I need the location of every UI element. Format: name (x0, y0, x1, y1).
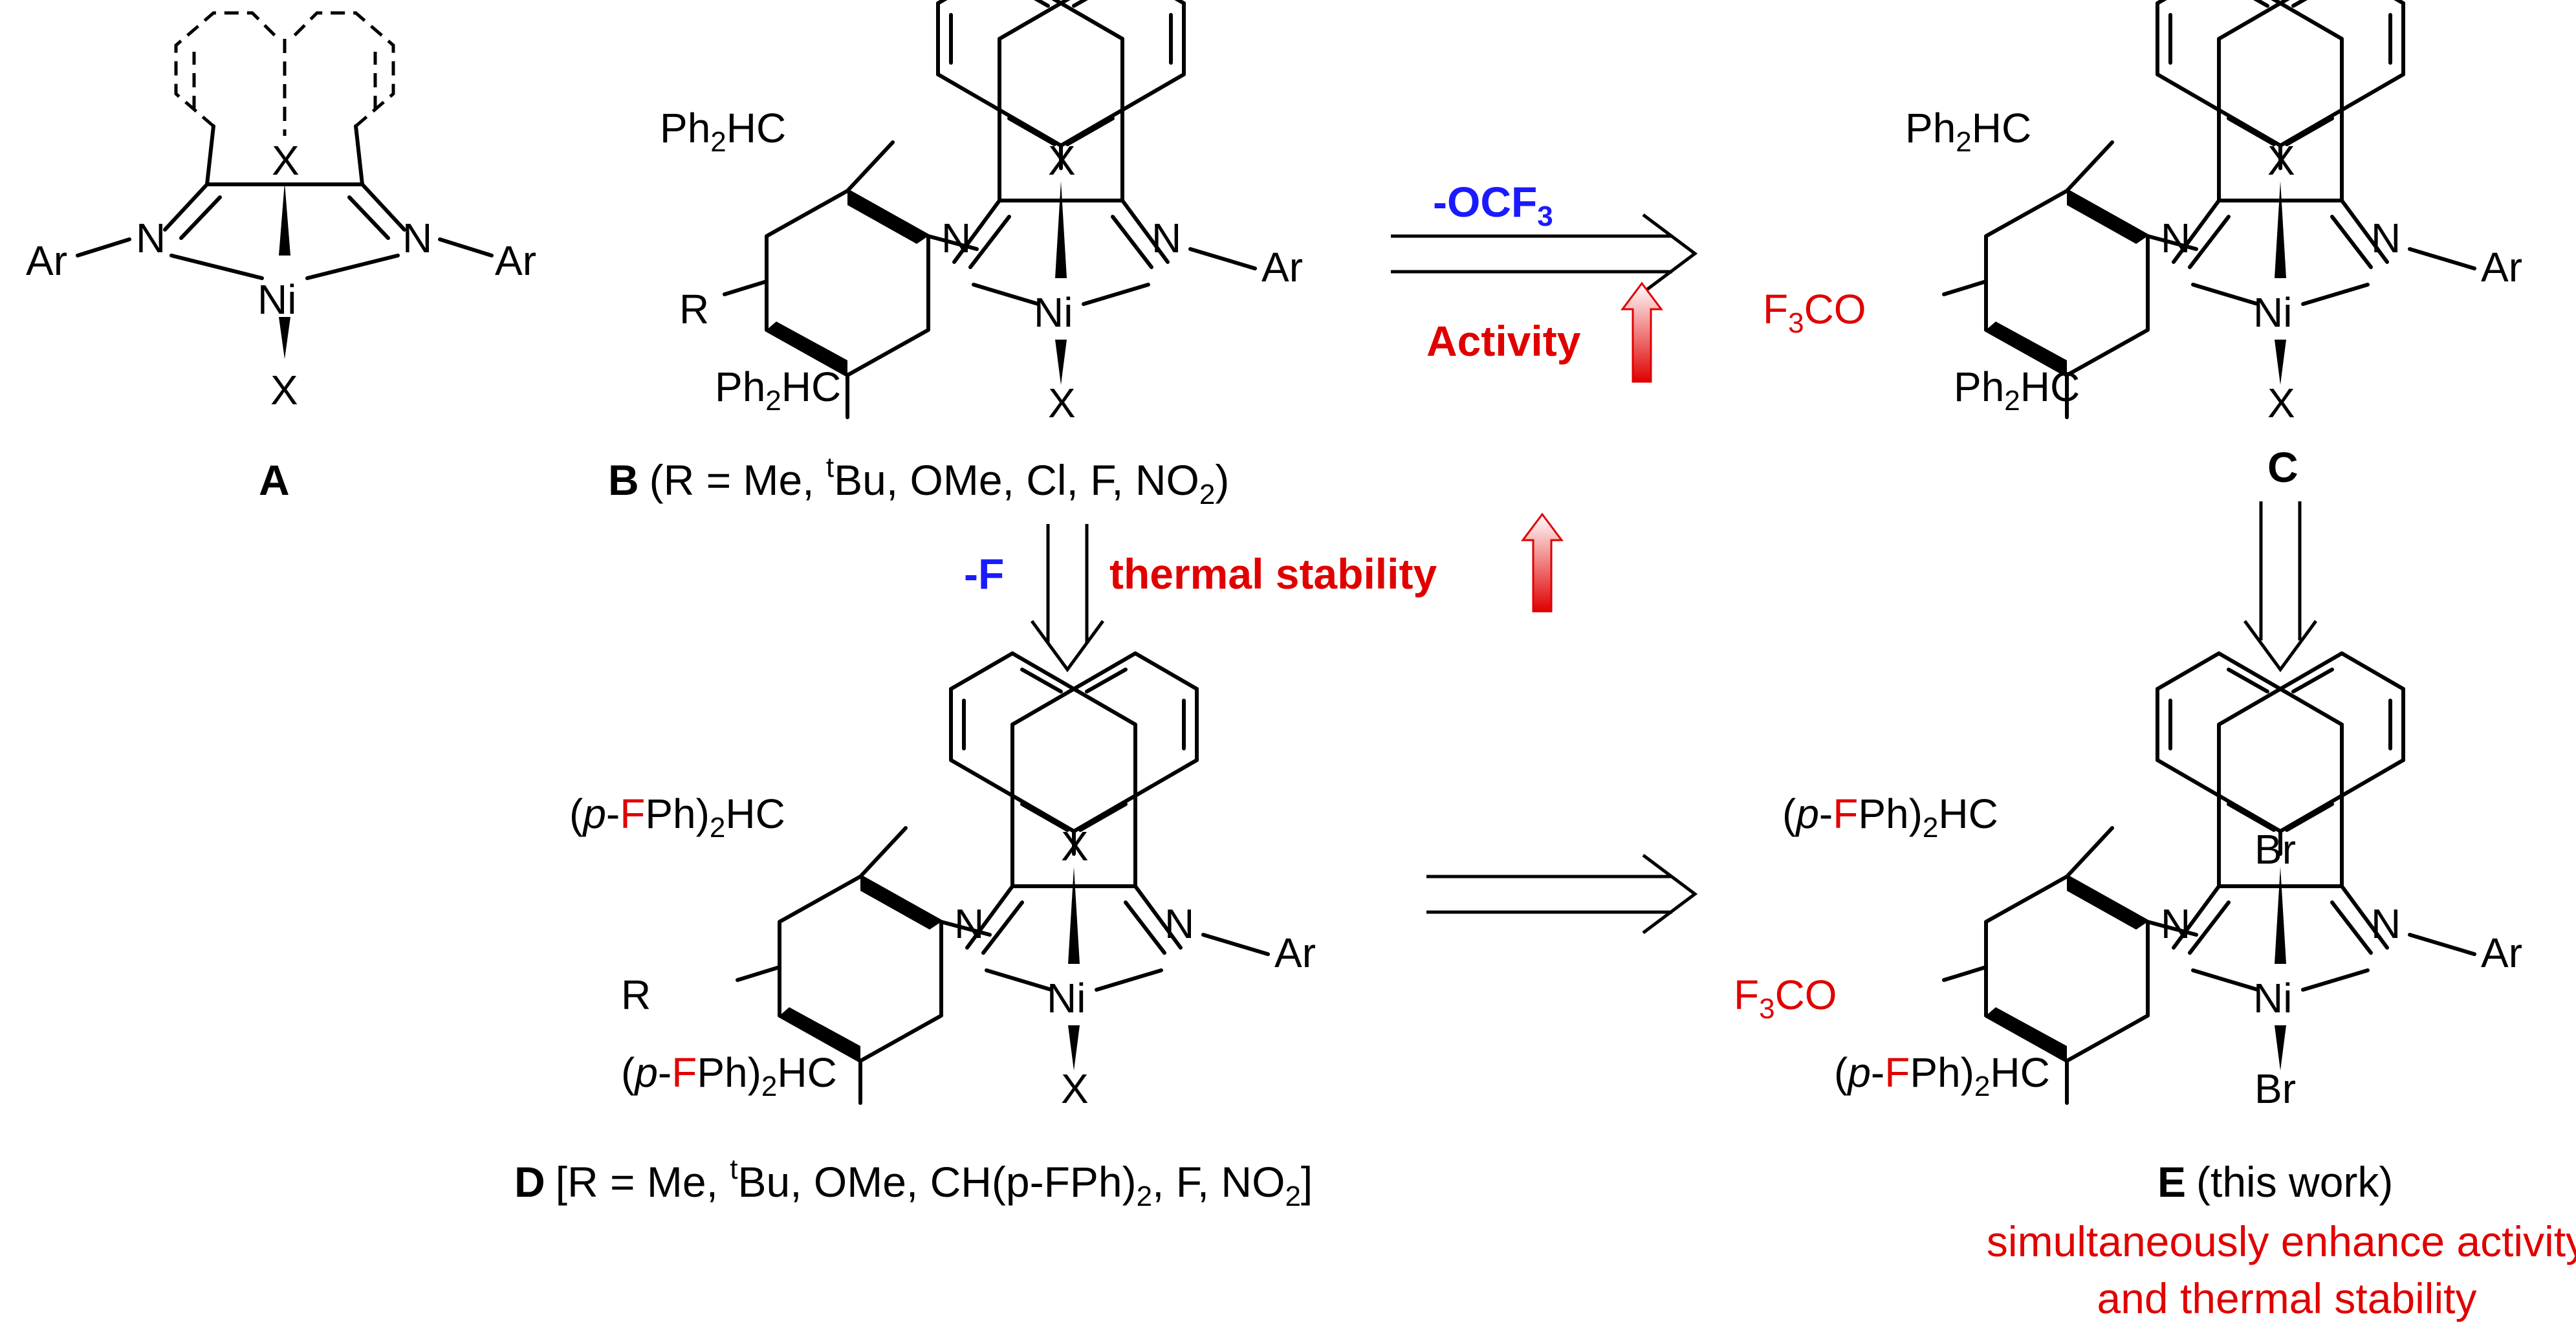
c-n-left: N (2161, 215, 2190, 261)
c-ph2hc-bottom: Ph2HC (1954, 364, 2080, 417)
c-f3co: F3CO (1763, 286, 1866, 339)
label-e: E(this work) (2157, 1158, 2393, 1206)
e-substituent-bottom: (p-FPh)2HC (1834, 1049, 2050, 1102)
arrow-b-to-d: -F thermal stability (964, 512, 1564, 673)
c-x-top: X (2267, 137, 2295, 184)
c-n-right: N (2371, 215, 2401, 261)
arrow-b-to-d-label: -F (964, 550, 1004, 598)
conclusion-line-2: and thermal stability (2097, 1274, 2477, 1322)
b-ph2hc-top: Ph2HC (660, 105, 786, 158)
c-ar: Ar (2481, 244, 2522, 290)
b-ar: Ar (1261, 244, 1303, 290)
b-x-bottom: X (1048, 380, 1076, 426)
arrow-b-to-c-effect: Activity (1426, 317, 1581, 365)
d-ni: Ni (1047, 975, 1086, 1021)
structure-e: (p-FPh)2HC F3CO (p-FPh)2HC N Ni N Ar Br … (1734, 653, 2522, 1112)
d-substituent-bottom: (p-FPh)2HC (621, 1049, 837, 1102)
d-r: R (621, 972, 651, 1018)
arrow-d-to-e (1426, 854, 1698, 934)
a-ni: Ni (257, 276, 296, 323)
e-substituent-top: (p-FPh)2HC (1782, 790, 1998, 844)
activity-up-arrow-icon (1621, 281, 1663, 383)
arrow-b-to-c-label: -OCF3 (1433, 178, 1553, 232)
b-ni: Ni (1034, 289, 1073, 336)
b-ph2hc-bottom: Ph2HC (715, 364, 841, 417)
structure-c: Ph2HC F3CO Ph2HC N Ni N Ar X X (1763, 0, 2522, 426)
b-n-right: N (1152, 215, 1181, 261)
stability-up-arrow-icon (1521, 512, 1564, 613)
e-br-bottom: Br (2254, 1065, 2296, 1112)
arrow-b-to-c: -OCF3 Activity (1391, 178, 1698, 383)
label-d: D[R = Me, tBu, OMe, CH(p-FPh)2, F, NO2] (514, 1153, 1313, 1212)
structure-b: Ph2HC R Ph2HC N Ni N Ar X X (660, 0, 1303, 426)
a-n-left: N (136, 215, 166, 261)
d-n-right: N (1164, 900, 1194, 947)
c-ni: Ni (2253, 289, 2292, 336)
e-f3co: F3CO (1734, 972, 1837, 1025)
e-n-right: N (2371, 900, 2401, 947)
structure-d: (p-FPh)2HC R (p-FPh)2HC N Ni N Ar X X (569, 653, 1316, 1112)
d-substituent-top: (p-FPh)2HC (569, 790, 785, 844)
a-n-right: N (402, 215, 432, 261)
d-n-left: N (954, 900, 984, 947)
b-n-left: N (941, 215, 971, 261)
a-ar-left: Ar (26, 237, 67, 284)
c-ph2hc-top: Ph2HC (1905, 105, 2031, 158)
e-n-left: N (2161, 900, 2190, 947)
d-ar: Ar (1274, 930, 1316, 976)
b-r: R (679, 286, 709, 333)
label-c: C (2267, 443, 2298, 491)
conclusion-line-1: simultaneously enhance activity (1987, 1217, 2576, 1265)
e-ar: Ar (2481, 930, 2522, 976)
d-x-bottom: X (1061, 1065, 1089, 1112)
b-x-top: X (1048, 137, 1076, 184)
structure-a: Ar N Ni N Ar X X A (26, 11, 536, 504)
a-x-bottom: X (270, 367, 298, 413)
label-b: B(R = Me, tBu, OMe, Cl, F, NO2) (608, 452, 1229, 510)
e-br-top: Br (2254, 826, 2296, 873)
arrow-c-to-e (2243, 501, 2318, 673)
a-x-top: X (272, 137, 300, 184)
d-x-top: X (1061, 823, 1089, 869)
a-ar-right: Ar (495, 237, 536, 284)
e-ni: Ni (2253, 975, 2292, 1021)
label-a: A (259, 456, 290, 504)
c-x-bottom: X (2267, 380, 2295, 426)
arrow-b-to-d-effect: thermal stability (1109, 550, 1437, 598)
